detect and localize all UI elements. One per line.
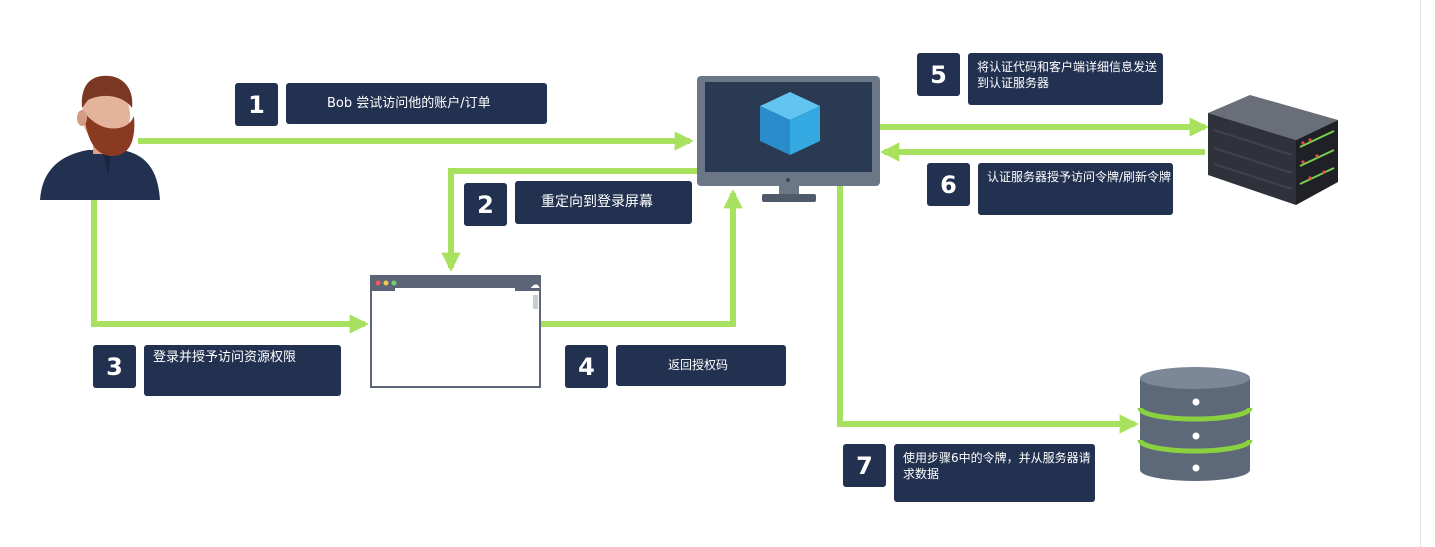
step-2-label: 重定向到登录屏幕 <box>515 181 692 224</box>
step-7-label: 使用步骤6中的令牌，并从服务器请求数据 <box>894 444 1095 502</box>
step-3-number: 3 <box>93 345 136 388</box>
step-2-number: 2 <box>464 183 507 226</box>
step-4-number: 4 <box>565 345 608 388</box>
step-3-label: 登录并授予访问资源权限 <box>144 345 341 396</box>
database-icon <box>1137 367 1253 481</box>
browser-window-icon: ☁ <box>370 275 541 388</box>
arrow-step7 <box>837 186 1139 434</box>
step-1-number: 1 <box>235 83 278 126</box>
step-7-number: 7 <box>843 444 886 487</box>
step-5-text: 将认证代码和客户端详细信息发送到认证服务器 <box>977 60 1158 90</box>
svg-text:☁: ☁ <box>530 280 540 291</box>
page-edge <box>1420 0 1421 547</box>
user-icon <box>40 75 160 200</box>
arrow-step3 <box>91 200 369 334</box>
monitor-cube-icon <box>697 76 880 202</box>
step-7-text: 使用步骤6中的令牌，并从服务器请求数据 <box>903 451 1091 481</box>
step-5-number: 5 <box>917 53 960 96</box>
arrow-step4 <box>540 189 743 327</box>
step-1-label: Bob 尝试访问他的账户/订单 <box>286 83 547 124</box>
step-6-text: 认证服务器授予访问令牌/刷新令牌 <box>987 170 1172 184</box>
step-6-label: 认证服务器授予访问令牌/刷新令牌 <box>978 163 1173 215</box>
step-4-label: 返回授权码 <box>616 345 786 386</box>
step-5-label: 将认证代码和客户端详细信息发送到认证服务器 <box>968 53 1163 105</box>
arrow-step2 <box>441 168 698 272</box>
server-rack-icon <box>1208 95 1338 205</box>
step-6-number: 6 <box>927 163 970 206</box>
